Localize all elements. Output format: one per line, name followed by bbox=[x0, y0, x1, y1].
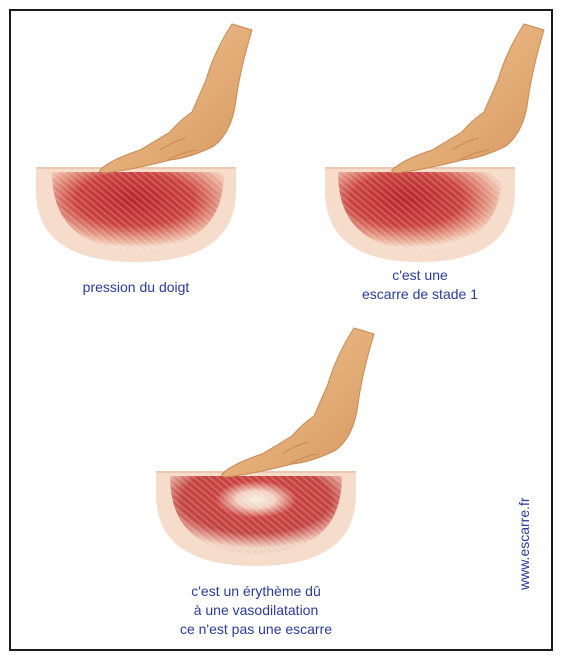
skin-section-3 bbox=[156, 472, 356, 566]
caption-erythema: c'est un érythème dû à une vasodilatatio… bbox=[146, 582, 366, 639]
site-url: www.escarre.fr bbox=[516, 497, 532, 590]
caption-line: ce n'est pas une escarre bbox=[146, 620, 366, 639]
caption-line: c'est un érythème dû bbox=[146, 582, 366, 601]
caption-line: pression du doigt bbox=[36, 278, 236, 297]
caption-line: c'est une bbox=[325, 266, 515, 285]
caption-line: escarre de stade 1 bbox=[325, 285, 515, 304]
caption-finger-pressure: pression du doigt bbox=[36, 278, 236, 297]
skin-section-2 bbox=[325, 168, 515, 262]
skin-section-1 bbox=[36, 168, 236, 262]
hand-icon bbox=[222, 328, 374, 477]
caption-stage1: c'est une escarre de stade 1 bbox=[325, 266, 515, 304]
hand-icon bbox=[392, 24, 544, 173]
hand-icon bbox=[100, 24, 252, 173]
caption-line: à une vasodilatation bbox=[146, 601, 366, 620]
